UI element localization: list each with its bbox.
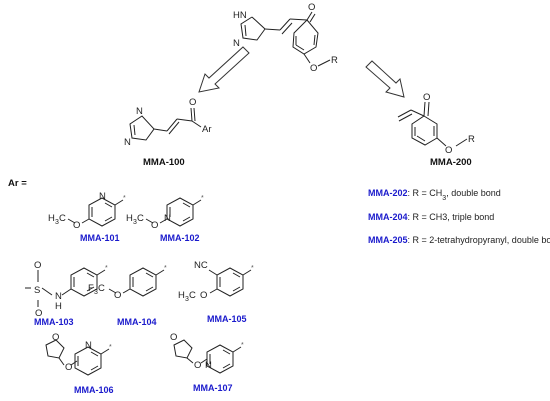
f102-n: N xyxy=(164,213,171,224)
f101-star: * xyxy=(123,195,126,202)
f102-c: C xyxy=(137,213,144,224)
f105-h: H xyxy=(178,290,185,301)
svg-text:MMA-202: R = CH3, double bond: MMA-202: R = CH3, double bond xyxy=(368,188,501,202)
r205-pre: : R = 2-tetrahydropyranyl, double bond xyxy=(408,235,550,245)
f101-h: H xyxy=(48,213,55,224)
f103-h: H xyxy=(55,301,62,312)
f102-star: * xyxy=(201,195,204,202)
label-mma-103: MMA-103 xyxy=(34,317,74,327)
arrow-left xyxy=(198,46,250,93)
label-mma-106: MMA-106 xyxy=(74,385,114,395)
parent-molecule: HN N O O R xyxy=(233,2,338,74)
r202-post: , double bond xyxy=(446,188,501,198)
label-mma-107: MMA-107 xyxy=(193,383,233,393)
f104-3: 3 xyxy=(94,289,98,296)
f105-star: * xyxy=(251,265,254,272)
arrow-right xyxy=(365,60,405,98)
label-mma-104: MMA-104 xyxy=(117,317,157,327)
f105-o: O xyxy=(200,290,207,301)
f104-f: F xyxy=(88,283,94,294)
mma100-n-label: N xyxy=(124,137,131,148)
f105-c: C xyxy=(189,290,196,301)
top-nh-label: HN xyxy=(233,10,247,21)
code-mma-205: MMA-205 xyxy=(368,235,408,245)
fragment-101: H 3 C O N * xyxy=(48,191,126,231)
top-carbonyl-o-label: O xyxy=(308,2,315,13)
r-variant-202: MMA-202: R = CH3, double bond xyxy=(368,188,501,202)
mma-200-label: MMA-200 xyxy=(430,157,472,168)
f103-o2: O xyxy=(35,308,42,319)
r-variant-205: MMA-205: R = 2-tetrahydropyranyl, double… xyxy=(368,235,550,245)
f103-o1: O xyxy=(34,260,41,271)
f106-n: N xyxy=(85,340,92,351)
f105-3: 3 xyxy=(185,296,189,303)
fragment-105: NC H 3 C O * xyxy=(178,260,254,303)
f103-n: N xyxy=(55,291,62,302)
f104-c: C xyxy=(98,283,105,294)
mma200-o-label: O xyxy=(423,92,430,103)
svg-text:MMA-205: R = 2-tetrahydropyran: MMA-205: R = 2-tetrahydropyranyl, double… xyxy=(368,235,550,245)
mma-100-label: MMA-100 xyxy=(143,157,185,168)
fragment-104: F 3 C O * xyxy=(88,265,167,301)
r-variant-204: MMA-204: R = CH3, triple bond xyxy=(368,212,494,222)
label-mma-102: MMA-102 xyxy=(160,233,200,243)
top-n-label: N xyxy=(233,38,240,49)
f101-c: C xyxy=(59,213,66,224)
svg-text:MMA-204: R = CH3, triple bond: MMA-204: R = CH3, triple bond xyxy=(368,212,494,222)
f107-o: O xyxy=(194,360,201,371)
fragment-103: O S N H O * xyxy=(25,260,108,319)
mma100-o-label: O xyxy=(189,97,196,108)
mma-100-molecule: N N O Ar xyxy=(124,97,212,148)
mma200-ether-o-label: O xyxy=(445,145,452,156)
f101-3: 3 xyxy=(55,219,59,226)
f102-o: O xyxy=(151,220,158,231)
f106-ring-o: O xyxy=(52,332,59,343)
f103-star: * xyxy=(105,265,108,272)
f107-ring-o: O xyxy=(170,332,177,343)
f101-n: N xyxy=(99,191,106,202)
mma100-ar-label: Ar xyxy=(202,124,212,135)
fragment-102: H 3 C O N * xyxy=(126,195,204,231)
r202-sub: 3 xyxy=(442,195,446,202)
label-mma-105: MMA-105 xyxy=(207,314,247,324)
mma100-nh-label: N xyxy=(136,106,143,117)
f106-star: * xyxy=(109,344,112,351)
r204-pre: : R = CH3, triple bond xyxy=(408,212,495,222)
f103-s: S xyxy=(34,285,40,296)
fragment-107: O O N * xyxy=(170,332,244,374)
mma-200-molecule: O O R xyxy=(397,92,475,156)
ar-equals-label: Ar = xyxy=(8,178,27,189)
f107-star: * xyxy=(241,342,244,349)
f104-star: * xyxy=(164,265,167,272)
f104-o: O xyxy=(114,290,121,301)
code-mma-204: MMA-204 xyxy=(368,212,408,222)
mma200-r-label: R xyxy=(468,134,475,145)
f101-o: O xyxy=(73,220,80,231)
f106-o: O xyxy=(65,362,72,373)
code-mma-202: MMA-202 xyxy=(368,188,408,198)
f107-n: N xyxy=(205,360,212,371)
top-ether-o-label: O xyxy=(310,63,317,74)
r202-pre: : R = CH xyxy=(408,188,443,198)
f102-3: 3 xyxy=(133,219,137,226)
label-mma-101: MMA-101 xyxy=(80,233,120,243)
fragment-106: O O N * xyxy=(45,332,112,376)
top-r-label: R xyxy=(331,55,338,66)
f102-h: H xyxy=(126,213,133,224)
f105-nc: NC xyxy=(194,260,208,271)
